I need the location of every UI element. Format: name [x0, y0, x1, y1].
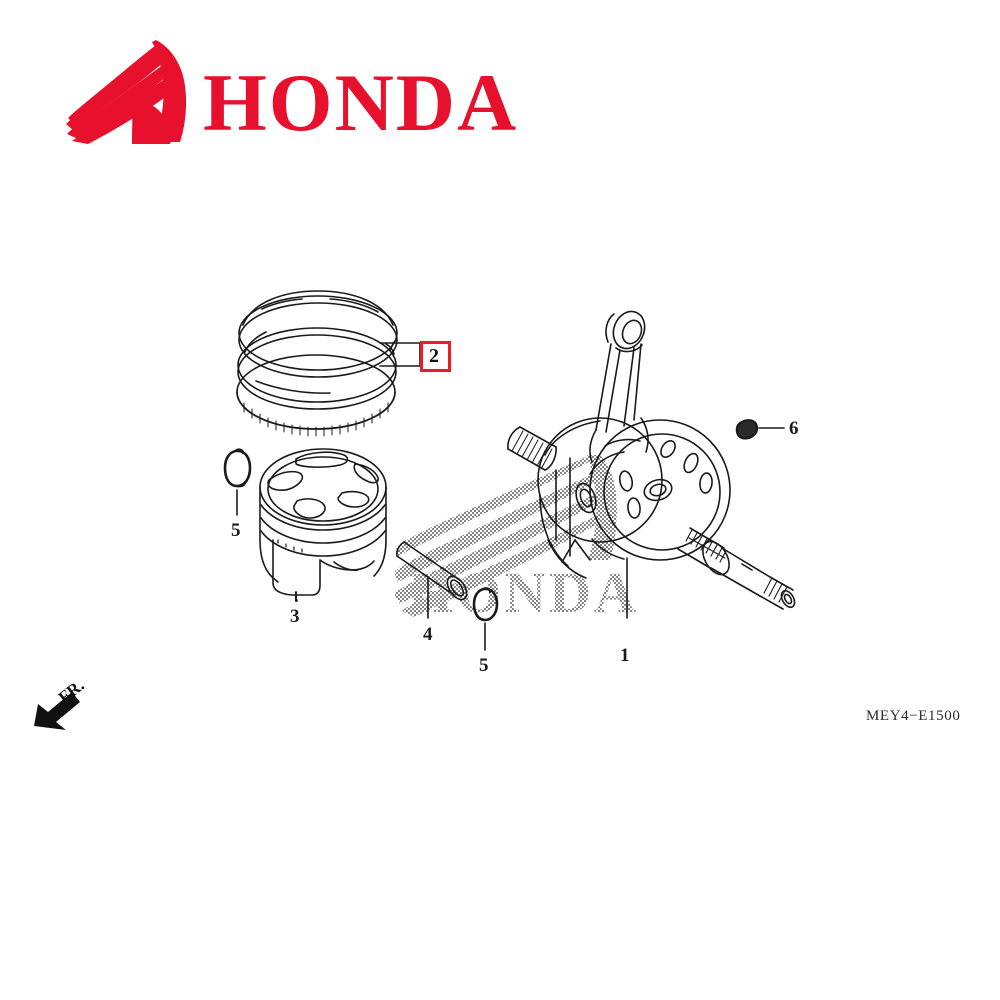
- callout-label-6[interactable]: 6: [789, 418, 799, 439]
- part-piston-ring-set[interactable]: [236, 290, 425, 437]
- part-piston[interactable]: [259, 448, 387, 602]
- front-direction-marker: FR.: [28, 676, 124, 732]
- crankshaft-output-shaft: [677, 527, 796, 610]
- crankshaft-left-stub: [507, 426, 557, 471]
- callout-label-5-left[interactable]: 5: [231, 520, 241, 541]
- part-piston-pin[interactable]: [396, 541, 471, 619]
- part-woodruff-key[interactable]: [735, 419, 785, 440]
- svg-text:HONDA: HONDA: [408, 560, 639, 625]
- diagram-code: MEY4−E1500: [866, 708, 961, 724]
- part-crankshaft-assembly[interactable]: [507, 307, 797, 619]
- honda-watermark: HONDA: [395, 455, 639, 625]
- callout-label-1[interactable]: 1: [620, 645, 630, 666]
- callout-label-4[interactable]: 4: [423, 624, 433, 645]
- honda-brand-header: HONDA: [48, 38, 548, 148]
- honda-logo: HONDA: [66, 40, 518, 148]
- callout-label-2-highlighted[interactable]: 2: [420, 341, 451, 372]
- part-piston-pin-clip-right[interactable]: [472, 587, 499, 651]
- honda-wordmark: HONDA: [203, 57, 518, 148]
- callout-label-5-right[interactable]: 5: [479, 655, 489, 676]
- callout-label-3[interactable]: 3: [290, 606, 300, 627]
- part-piston-pin-clip-left[interactable]: [223, 448, 252, 516]
- honda-wing-icon: [66, 40, 187, 144]
- crank-web-front: [589, 419, 731, 561]
- front-direction-arrow-icon: [34, 692, 80, 730]
